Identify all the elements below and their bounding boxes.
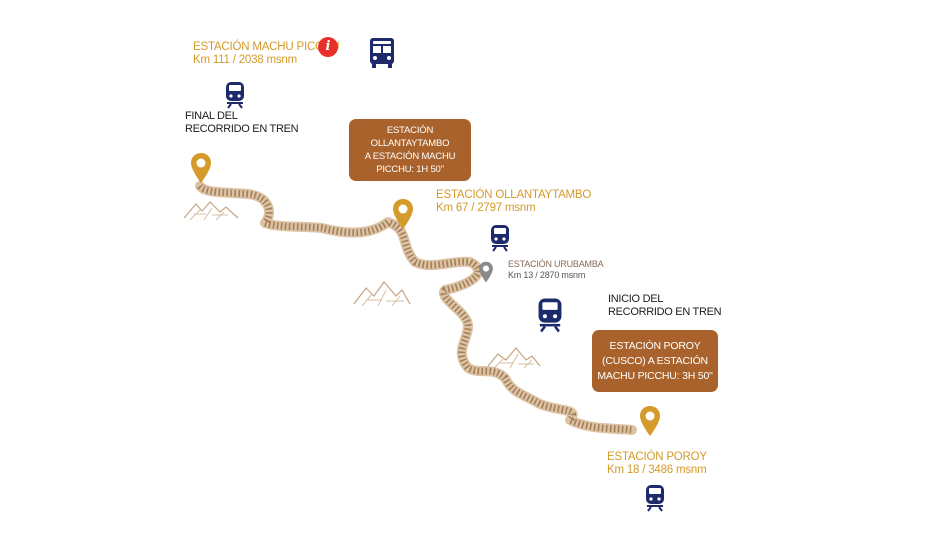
box-line-3: PICCHU: 1H 50": [376, 164, 444, 175]
machu-picchu-station-label: ESTACIÓN MACHU PICCHU Km 111 / 2038 msnm: [193, 41, 340, 67]
map-pin-icon[interactable]: [478, 261, 494, 283]
train-icon: [491, 225, 509, 252]
box-line-2: (CUSCO) A ESTACIÓN: [602, 354, 708, 367]
station-km: Km 18 / 3486 msnm: [607, 464, 707, 476]
box-line-1: ESTACIÓN POROY: [609, 339, 701, 352]
poroy-travel-time-box: ESTACIÓN POROY (CUSCO) A ESTACIÓN MACHU …: [592, 330, 718, 392]
final-recorrido-label: FINAL DEL RECORRIDO EN TREN: [185, 110, 299, 136]
info-icon[interactable]: i: [318, 37, 338, 57]
station-km: Km 67 / 2797 msnm: [436, 202, 536, 214]
station-name: ESTACIÓN URUBAMBA: [508, 259, 604, 269]
ollantaytambo-station-label: ESTACIÓN OLLANTAYTAMBO Km 67 / 2797 msnm: [436, 189, 591, 215]
map-pin-icon[interactable]: [392, 198, 414, 230]
station-name: ESTACIÓN POROY: [607, 451, 707, 463]
box-line-2: A ESTACIÓN MACHU: [364, 151, 456, 162]
train-icon: [226, 82, 244, 109]
final-line-1: FINAL DEL: [185, 110, 238, 122]
station-km: Km 111 / 2038 msnm: [193, 54, 297, 66]
box-line-1: ESTACIÓN OLLANTAYTAMBO: [370, 125, 450, 149]
urubamba-station-label: ESTACIÓN URUBAMBA Km 13 / 2870 msnm: [508, 259, 604, 281]
box-line-3: MACHU PICCHU: 3H 50": [597, 369, 713, 382]
final-line-2: RECORRIDO EN TREN: [185, 123, 299, 135]
poroy-station-label: ESTACIÓN POROY Km 18 / 3486 msnm: [607, 451, 707, 477]
mountain-icon: [487, 347, 541, 369]
train-icon: [538, 298, 562, 333]
inicio-line-2: RECORRIDO EN TREN: [608, 306, 722, 318]
inicio-line-1: INICIO DEL: [608, 293, 664, 305]
map-pin-icon[interactable]: [639, 405, 661, 437]
bus-icon: [370, 38, 394, 68]
map-pin-icon[interactable]: [190, 152, 212, 184]
mountain-icon: [183, 201, 239, 221]
station-km: Km 13 / 2870 msnm: [508, 270, 586, 280]
station-name: ESTACIÓN MACHU PICCHU: [193, 41, 340, 53]
station-name: ESTACIÓN OLLANTAYTAMBO: [436, 189, 592, 201]
train-icon: [646, 485, 664, 512]
mountain-icon: [353, 281, 411, 307]
ollantaytambo-travel-time-box: ESTACIÓN OLLANTAYTAMBO A ESTACIÓN MACHU …: [349, 119, 471, 181]
inicio-recorrido-label: INICIO DEL RECORRIDO EN TREN: [608, 293, 722, 319]
